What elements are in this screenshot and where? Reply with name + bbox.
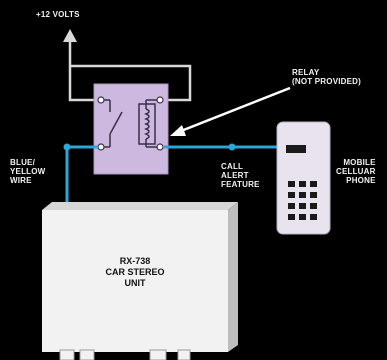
relay-pointer-line <box>180 86 291 133</box>
power-label: +12 VOLTS <box>36 10 80 19</box>
signal-wiring <box>65 145 277 210</box>
wire-junction-dot <box>63 143 71 151</box>
power-wiring <box>68 42 192 102</box>
relay-coil-frame <box>138 103 156 145</box>
relay-coil-icon <box>144 108 150 140</box>
relay-label: RELAY (NOT PROVIDED) <box>292 68 361 86</box>
relay-label-line2: (NOT PROVIDED) <box>292 77 362 86</box>
call-alert-label: CALL ALERT FEATURE <box>221 162 260 189</box>
power-arrow-icon <box>63 29 77 42</box>
call-alert-junction-dot <box>228 143 236 151</box>
phone-key <box>310 214 317 220</box>
phone-key <box>288 214 295 220</box>
relay-terminals <box>97 96 164 151</box>
phone-key <box>288 192 295 198</box>
power-loop-left <box>68 66 98 102</box>
unit-front-face <box>42 210 228 352</box>
phone-label-line3: PHONE <box>346 176 376 185</box>
phone-key <box>299 203 306 209</box>
phone-screen <box>286 145 306 153</box>
relay-label-line1: RELAY <box>292 68 320 77</box>
phone-key <box>299 181 306 187</box>
phone-key <box>310 203 317 209</box>
relay-terminal <box>156 143 164 151</box>
relay-terminal <box>97 96 105 104</box>
call-alert-label-line3: FEATURE <box>221 180 260 189</box>
phone-key <box>310 181 317 187</box>
unit-label: RX-738 CAR STEREO UNIT <box>85 256 185 289</box>
unit-label-line3: UNIT <box>124 278 146 288</box>
phone-label-line2: CELLUAR <box>336 167 376 176</box>
relay-switch-arm <box>109 111 123 135</box>
power-loop-right <box>70 64 192 102</box>
wire-label-line1: BLUE/ <box>10 158 35 167</box>
unit-foot <box>59 349 75 360</box>
unit-foot <box>149 349 167 360</box>
wire-label: BLUE/ YELLOW WIRE <box>10 158 45 185</box>
unit-foot <box>79 349 95 360</box>
car-stereo-unit <box>42 202 238 360</box>
relay-terminal <box>156 96 164 104</box>
relay-terminal <box>97 143 105 151</box>
phone-key <box>288 181 295 187</box>
unit-foot <box>177 349 191 360</box>
phone-label: MOBILE CELLUAR PHONE <box>336 158 376 185</box>
call-alert-label-line2: ALERT <box>221 171 249 180</box>
wire-label-line2: YELLOW <box>10 167 46 176</box>
phone-key <box>299 214 306 220</box>
mobile-phone-icon <box>276 121 331 235</box>
relay-internals <box>104 99 158 148</box>
unit-label-line1: RX-738 <box>119 256 151 266</box>
relay-pointer-arrow-icon <box>170 125 186 136</box>
unit-label-line2: CAR STEREO <box>105 267 165 277</box>
phone-key <box>299 192 306 198</box>
unit-top-face <box>42 202 238 210</box>
call-alert-label-line1: CALL <box>221 162 244 171</box>
phone-keypad <box>288 181 317 220</box>
wire-label-line3: WIRE <box>10 176 32 185</box>
unit-side-face <box>228 202 238 352</box>
unit-feet <box>59 349 191 360</box>
phone-label-line1: MOBILE <box>343 158 376 167</box>
phone-key <box>288 203 295 209</box>
relay-box <box>93 83 169 175</box>
phone-key <box>310 192 317 198</box>
